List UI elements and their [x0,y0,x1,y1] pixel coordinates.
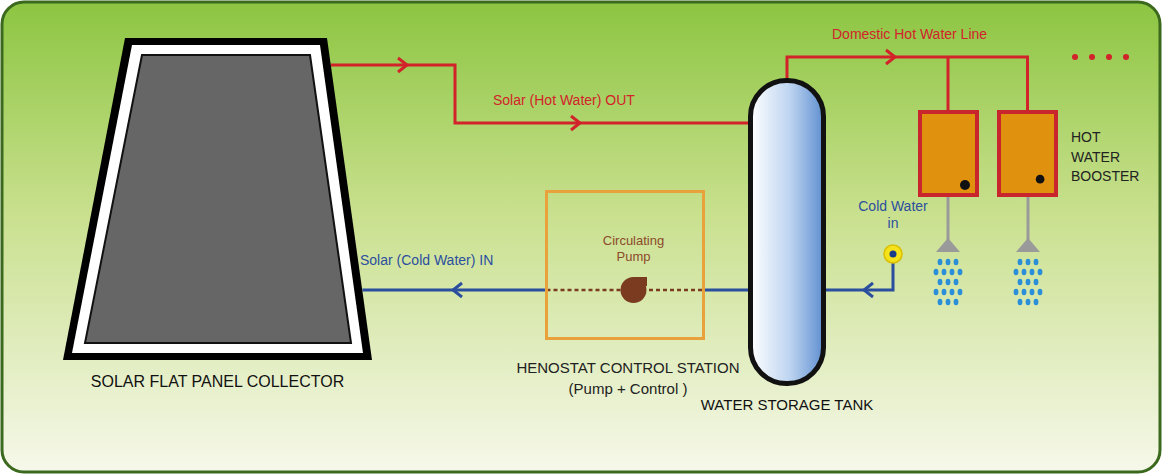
pipe-label: Solar (Cold Water) IN [360,252,493,268]
water-drop [1018,279,1023,285]
node-label: Circulating Pump [596,233,671,264]
water-drop [954,299,959,305]
water-drop [954,279,959,285]
water-drop [1034,299,1039,305]
node-label: HENOSTAT CONTROL STATION (Pump + Control… [498,357,758,399]
pipe-line [826,263,893,290]
pipe-label: Domestic Hot Water Line [832,26,987,42]
water-drop [946,279,951,285]
water-drop [942,269,947,275]
water-drop [1038,289,1043,295]
pipe-connector [787,50,1028,110]
continuation-dots [1072,54,1129,60]
water-drop [1030,289,1035,295]
cold-water-inlet: Cold Water in [862,198,924,265]
water-drop [1026,279,1031,285]
shower-head [1016,238,1040,252]
hot-water-booster: HOT WATER BOOSTER [997,110,1058,197]
flow-arrow [453,283,462,297]
water-drop [1014,269,1019,275]
solar-collector-outline [60,38,375,362]
pipe-connector [362,283,620,297]
pipe-label: Solar (Hot Water) OUT [493,92,635,108]
pipe-connector [331,58,748,130]
water-drop [954,259,959,265]
shower-group [934,197,1043,305]
water-drop [934,289,939,295]
water-drop [1022,269,1027,275]
solar-collector: SOLAR FLAT PANEL COLLECTOR [60,38,375,362]
water-drop [938,299,943,305]
hot-water-booster-outline [1001,114,1054,193]
shower-pipe [947,197,950,240]
water-drop [1030,269,1035,275]
pipe-line [648,289,703,292]
water-drop [1034,279,1039,285]
circulating-pump: Circulating Pump [596,233,671,313]
pipe-connector [826,263,893,297]
water-drop [1018,259,1023,265]
water-drop [1034,259,1039,265]
water-drop [958,269,963,275]
pipe-line [702,289,748,292]
storage-tank: WATER STORAGE TANK [748,78,826,386]
node-label: WATER STORAGE TANK [687,396,887,415]
node-label: SOLAR FLAT PANEL COLLECTOR [60,372,375,392]
branch-pipe [947,57,950,110]
pipe-line [548,289,621,292]
water-drop [1022,289,1027,295]
flow-arrow [571,116,580,130]
water-drop [946,259,951,265]
flow-arrow [398,58,407,72]
water-drop [934,269,939,275]
water-drop [1038,269,1043,275]
water-drop [1014,289,1019,295]
shower-pipe [1027,197,1030,240]
water-drop [1018,299,1023,305]
water-drop [950,269,955,275]
water-drop [958,289,963,295]
water-drop [938,279,943,285]
water-drop [1026,299,1031,305]
flow-arrow [886,50,895,64]
node-label: HOT WATER BOOSTER [1071,128,1149,187]
water-drop [942,289,947,295]
water-drop [1026,259,1031,265]
storage-tank-outline [748,78,826,386]
pipe-connector [648,290,749,291]
node-label: Cold Water in [858,198,928,232]
booster-dot [960,180,970,190]
shower-head [936,238,960,252]
water-drop [946,299,951,305]
water-drop [938,259,943,265]
control-station: HENOSTAT CONTROL STATION (Pump + Control… [545,190,705,340]
water-drop [950,289,955,295]
booster-box [920,112,977,195]
flow-arrow [864,283,873,297]
pipe-line [331,65,748,123]
